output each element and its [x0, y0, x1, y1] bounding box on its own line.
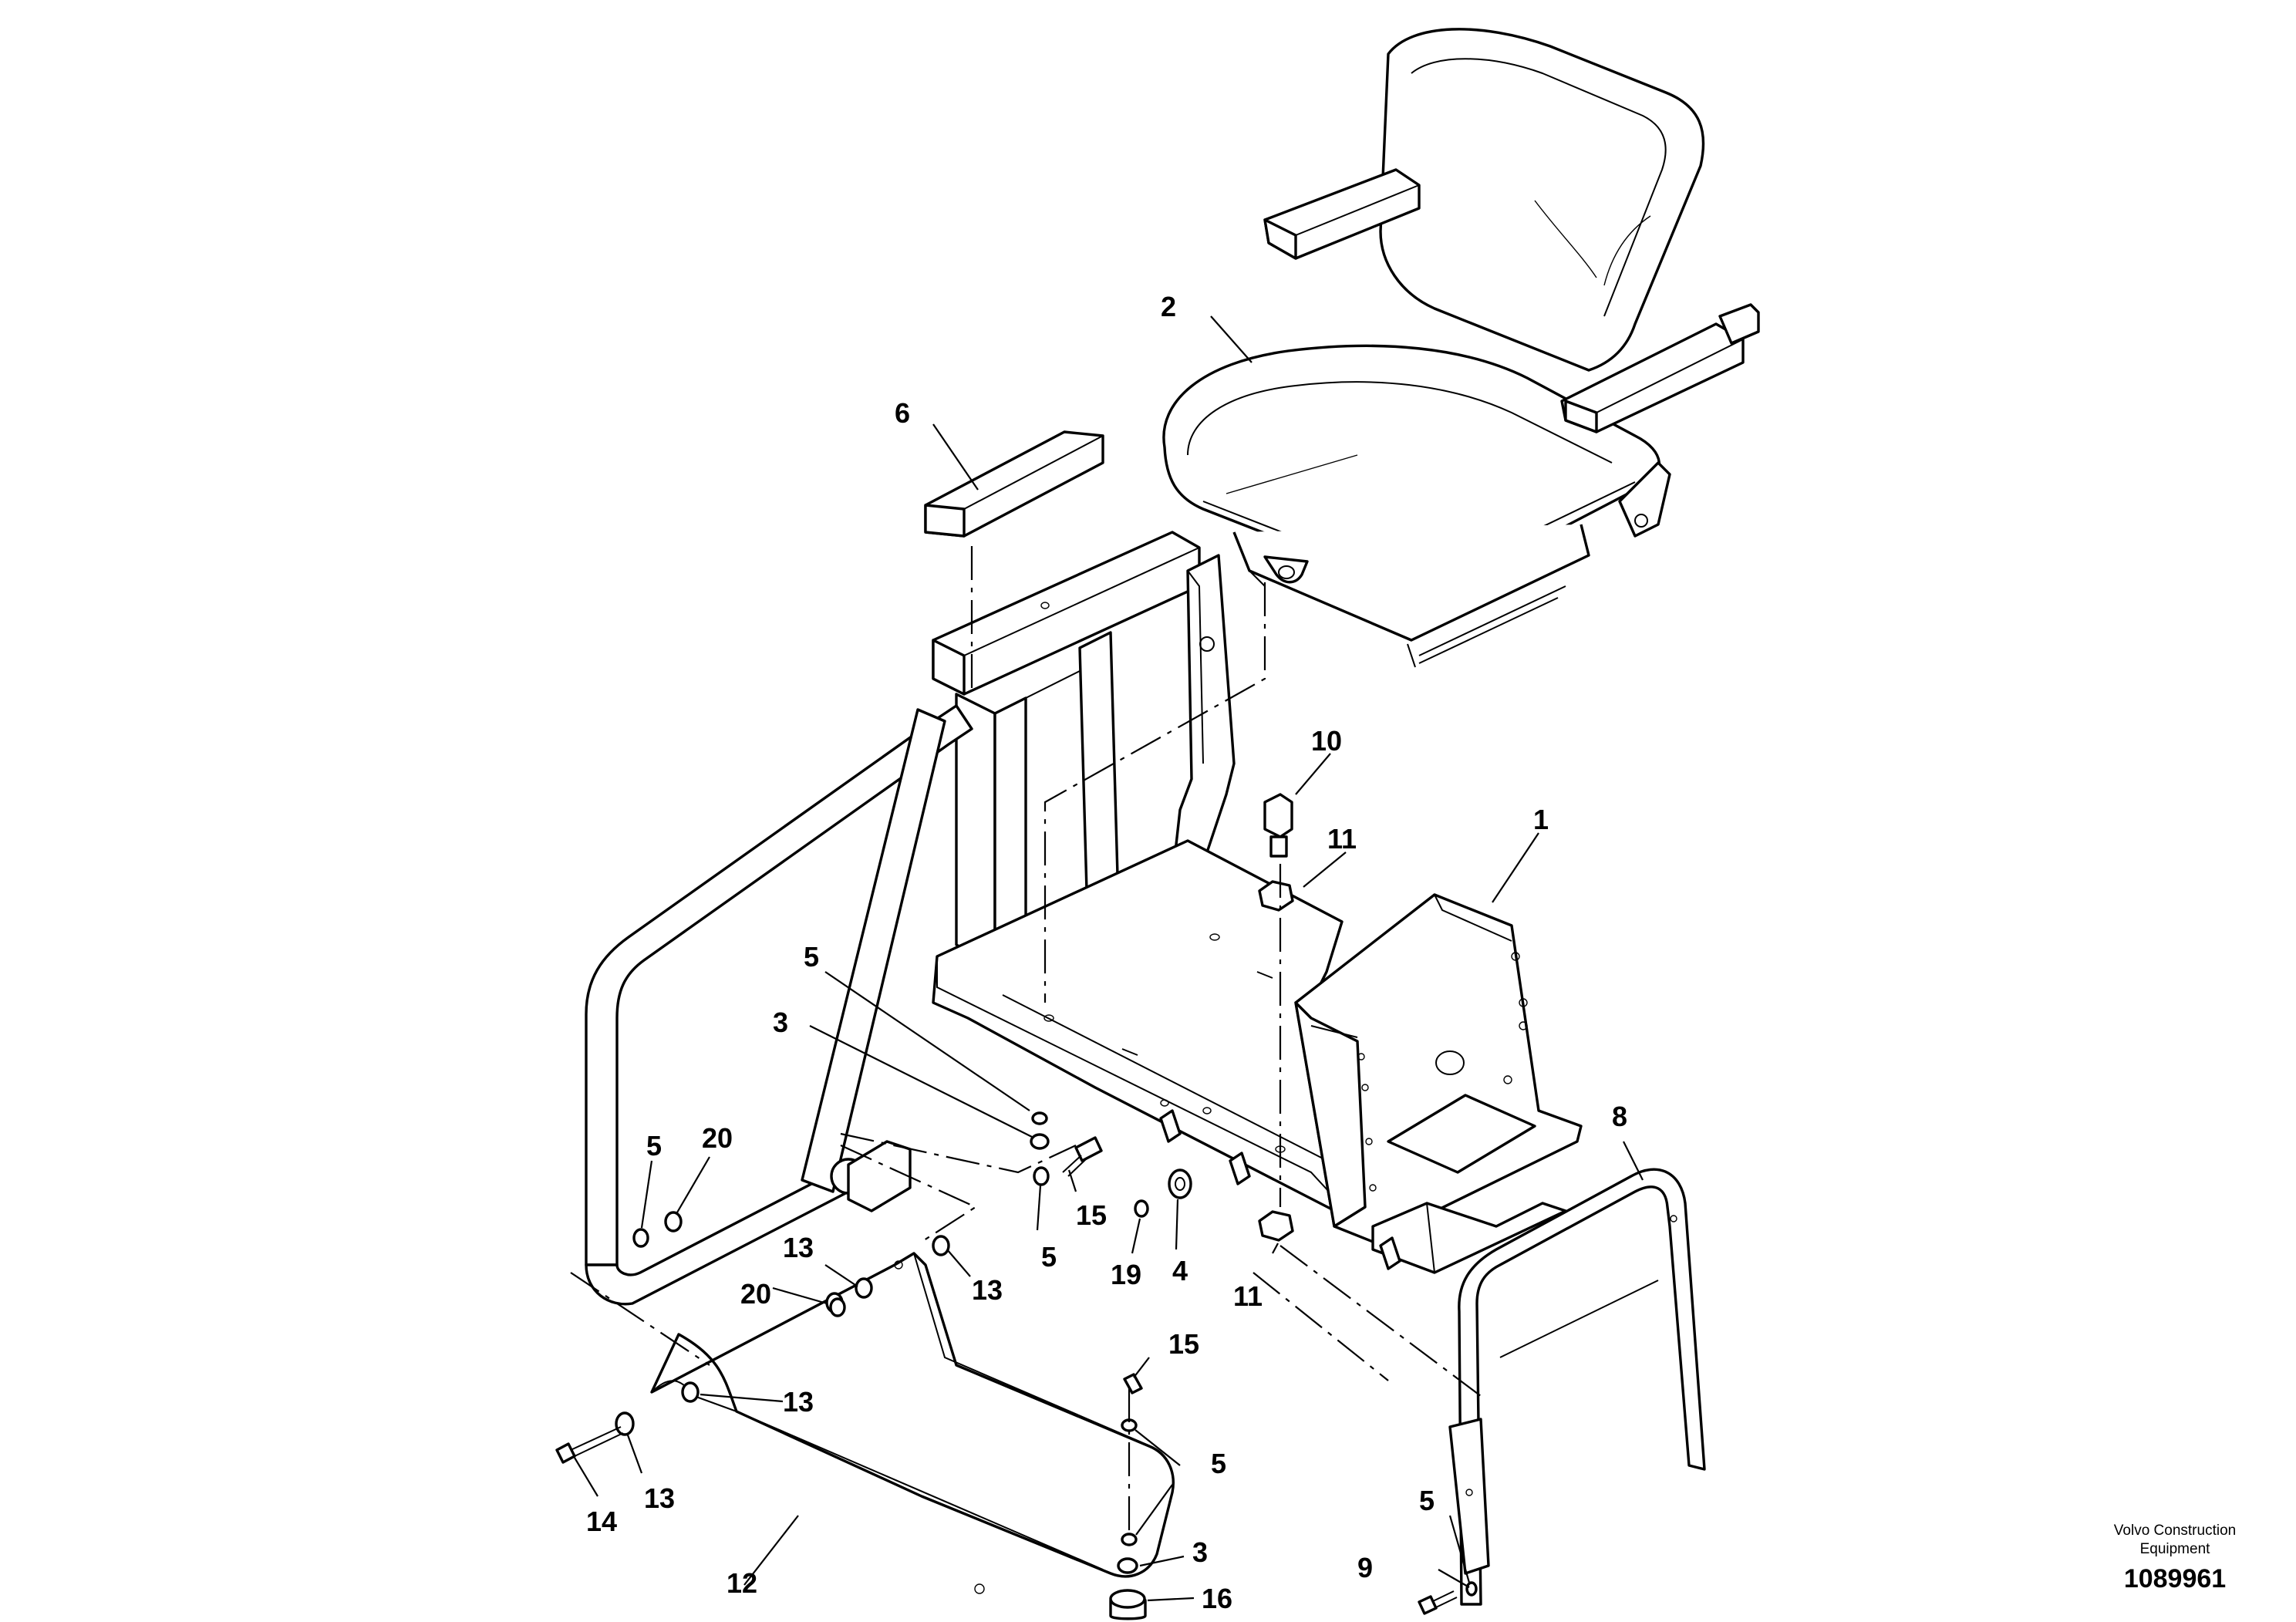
footer-block: Volvo Construction Equipment 1089961: [2114, 1523, 2236, 1593]
callout-5-plate: 5: [804, 941, 819, 973]
callout-10: 10: [1311, 725, 1342, 757]
foot-plate-part: [650, 1252, 1175, 1594]
callout-13-lower: 13: [783, 1386, 814, 1418]
callout-5-lower: 5: [1211, 1448, 1226, 1479]
callout-2: 2: [1161, 291, 1176, 322]
callout-12: 12: [727, 1567, 757, 1599]
callout-15-lower: 15: [1168, 1328, 1199, 1360]
callout-9: 9: [1357, 1552, 1373, 1583]
brand-line-1: Volvo Construction: [2114, 1523, 2236, 1539]
armrest-pad-part: [924, 430, 1104, 538]
callout-16: 16: [1202, 1583, 1232, 1614]
hardware-parts: [555, 793, 1478, 1620]
callout-5-handle: 5: [1419, 1485, 1435, 1516]
callout-13-right: 13: [972, 1274, 1003, 1306]
callout-labels: 1 2 6 10 11 5 3 5 20 13 13 20 15 5 4 19 …: [586, 291, 1627, 1614]
callout-3-plate: 3: [773, 1007, 788, 1038]
callout-20-plate: 20: [740, 1278, 771, 1310]
callout-19: 19: [1111, 1259, 1141, 1290]
document-number: 1089961: [2124, 1564, 2226, 1593]
brand-line-2: Equipment: [2140, 1541, 2211, 1557]
handrail-tube-part: [585, 704, 973, 1306]
callout-15-upper: 15: [1076, 1199, 1107, 1231]
callout-6: 6: [895, 397, 910, 429]
callout-13-bottom: 13: [644, 1482, 675, 1514]
callout-13-left: 13: [783, 1232, 814, 1263]
side-handle-part: [1448, 1168, 1706, 1606]
seat-base-frame-part: [932, 531, 1583, 1274]
leader-lines: [574, 315, 1644, 1602]
seat-part: [1162, 28, 1760, 668]
callout-20-tube: 20: [702, 1122, 733, 1154]
assembly-lines: [570, 546, 1482, 1535]
callout-14: 14: [586, 1506, 617, 1537]
callout-5-tube: 5: [646, 1130, 662, 1162]
callout-8: 8: [1612, 1101, 1627, 1132]
callout-5-mid: 5: [1041, 1241, 1057, 1273]
callout-4: 4: [1172, 1255, 1188, 1286]
callout-1: 1: [1533, 804, 1549, 835]
callout-3-lower: 3: [1192, 1536, 1208, 1568]
callout-11-lower: 11: [1233, 1280, 1263, 1312]
callout-11-upper: 11: [1327, 823, 1357, 855]
